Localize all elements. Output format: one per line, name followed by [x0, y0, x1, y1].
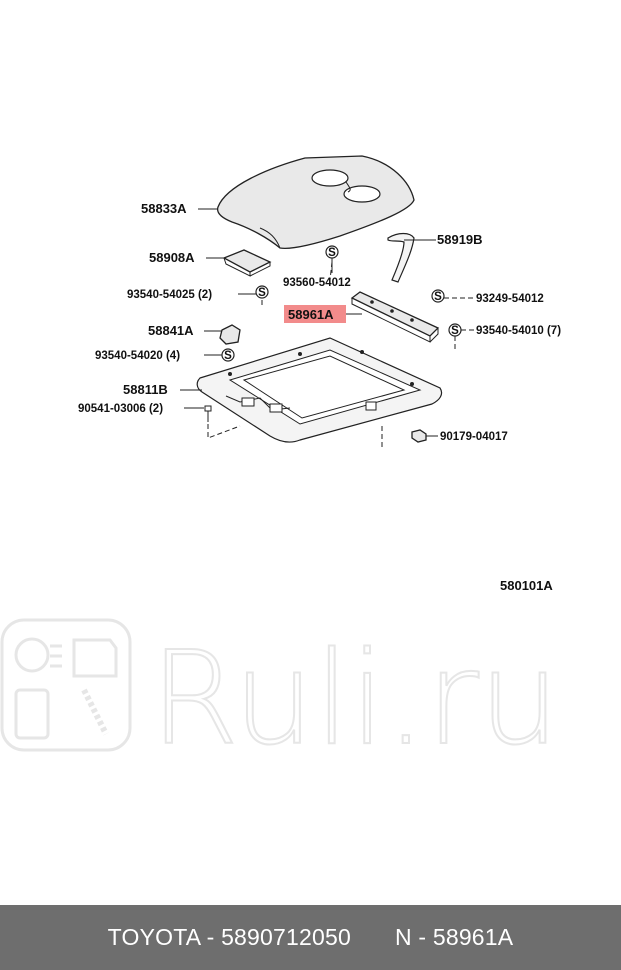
rail-part-icon — [350, 291, 440, 343]
leader-lines — [180, 208, 474, 437]
label-58841A: 58841A — [148, 323, 194, 338]
bolt-part-icon — [204, 405, 241, 439]
label-93249-54012: 93249-54012 — [476, 293, 544, 305]
label-90541-03006: 90541-03006 (2) — [78, 403, 163, 415]
figure-number: 580101A — [500, 578, 553, 593]
footer-reference: N - 58961A — [394, 924, 514, 950]
label-58811B: 58811B — [123, 382, 168, 397]
label-93540-54025: 93540-54025 (2) — [127, 289, 212, 301]
hinge-strap-part-icon — [387, 232, 415, 283]
screw-symbol-icon: S — [448, 323, 462, 337]
cover-part-icon — [216, 155, 415, 250]
label-58919B: 58919B — [437, 232, 483, 247]
label-58908A: 58908A — [149, 250, 195, 265]
label-58833A: 58833A — [141, 201, 187, 216]
svg-text:S: S — [224, 350, 232, 362]
label-93540-54010: 93540-54010 (7) — [476, 325, 561, 337]
screw-symbol-icon: S — [431, 289, 445, 303]
svg-text:S: S — [258, 287, 266, 299]
watermark-text: Ruli.ru — [150, 625, 560, 774]
svg-text:S: S — [328, 247, 336, 259]
label-93540-54020: 93540-54020 (4) — [95, 350, 180, 362]
screw-symbol-icon: S — [221, 348, 235, 362]
label-93560-54012: 93560-54012 — [283, 277, 351, 289]
highlight-box — [284, 305, 346, 323]
watermark: Ruli.ru — [0, 618, 561, 775]
footer-bar: TOYOTA - 5890712050 N - 58961A — [0, 905, 621, 970]
label-90179-04017: 90179-04017 — [440, 431, 508, 443]
bracket-part-icon — [222, 249, 272, 277]
frame-part-icon — [196, 337, 443, 443]
label-58961A: 58961A — [288, 307, 334, 322]
screw-symbol-icon: S — [255, 285, 269, 299]
nut-part-icon — [381, 426, 427, 448]
footer-part-number: TOYOTA - 5890712050 — [107, 924, 351, 950]
screw-symbol-icon: S — [325, 245, 339, 259]
svg-text:S: S — [451, 325, 459, 337]
clip-part-icon — [219, 324, 241, 345]
watermark-logo-icon — [0, 618, 132, 752]
parts-diagram: Ruli.ru — [0, 155, 561, 775]
svg-text:S: S — [434, 291, 442, 303]
